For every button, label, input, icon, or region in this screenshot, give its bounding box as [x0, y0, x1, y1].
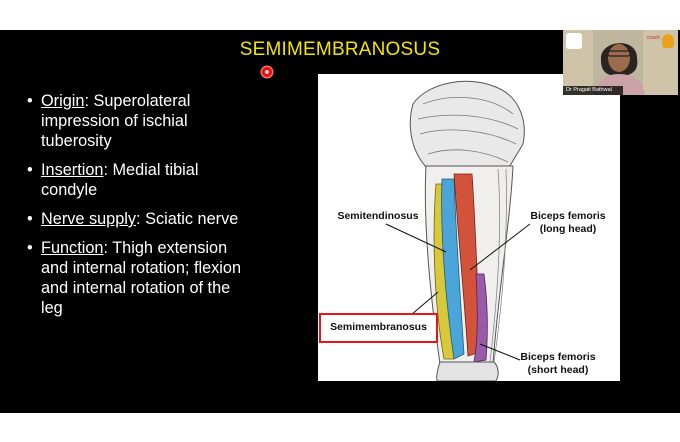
label-semimembranosus: Semimembranosus — [330, 321, 427, 333]
bullet-term: Origin — [41, 92, 85, 110]
badge-text: coach — [646, 35, 660, 41]
slide-title: SEMIMEMBRANOSUS — [239, 39, 441, 60]
presenter-name: Dr Pragati Bathwal — [563, 86, 623, 95]
label-semitendinosus: Semitendinosus — [337, 210, 419, 222]
bullet-insertion: Insertion: Medial tibial condyle — [27, 160, 242, 200]
medal-icon — [662, 34, 674, 48]
label-biceps-short-line2: (short head) — [527, 364, 589, 376]
laser-pointer — [262, 67, 272, 77]
bullet-nerve-supply: Nerve supply: Sciatic nerve — [27, 209, 242, 229]
posterior-thigh-illustration — [385, 80, 531, 381]
label-biceps-long-line1: Biceps femoris — [530, 210, 606, 222]
presenter-webcam: coach Dr Pragati Bathwal — [563, 30, 678, 95]
logo-icon — [566, 33, 582, 49]
semimembranosus-highlight-box: Semimembranosus — [319, 313, 438, 343]
bullet-term: Nerve supply — [41, 210, 137, 228]
label-biceps-long-line2: (long head) — [539, 223, 597, 235]
label-biceps-short-line1: Biceps femoris — [520, 351, 596, 363]
bullet-term: Function — [41, 239, 104, 257]
bullet-text: : Medial tibial condyle — [41, 161, 199, 199]
bullet-function: Function: Thigh extension and internal r… — [27, 238, 242, 318]
anatomy-figure: Semitendinosus Biceps femoris (long head… — [318, 74, 620, 381]
bullet-origin: Origin: Superolateral impression of isch… — [27, 91, 242, 151]
bullet-text: : Sciatic nerve — [136, 210, 239, 228]
bullet-text: : Superolateral impression of ischial tu… — [41, 92, 191, 150]
bullet-text: : Thigh extension and internal rotation;… — [41, 239, 242, 317]
bullet-term: Insertion — [41, 161, 104, 179]
bullet-list: Origin: Superolateral impression of isch… — [27, 91, 242, 327]
presenter-avatar — [593, 30, 645, 95]
